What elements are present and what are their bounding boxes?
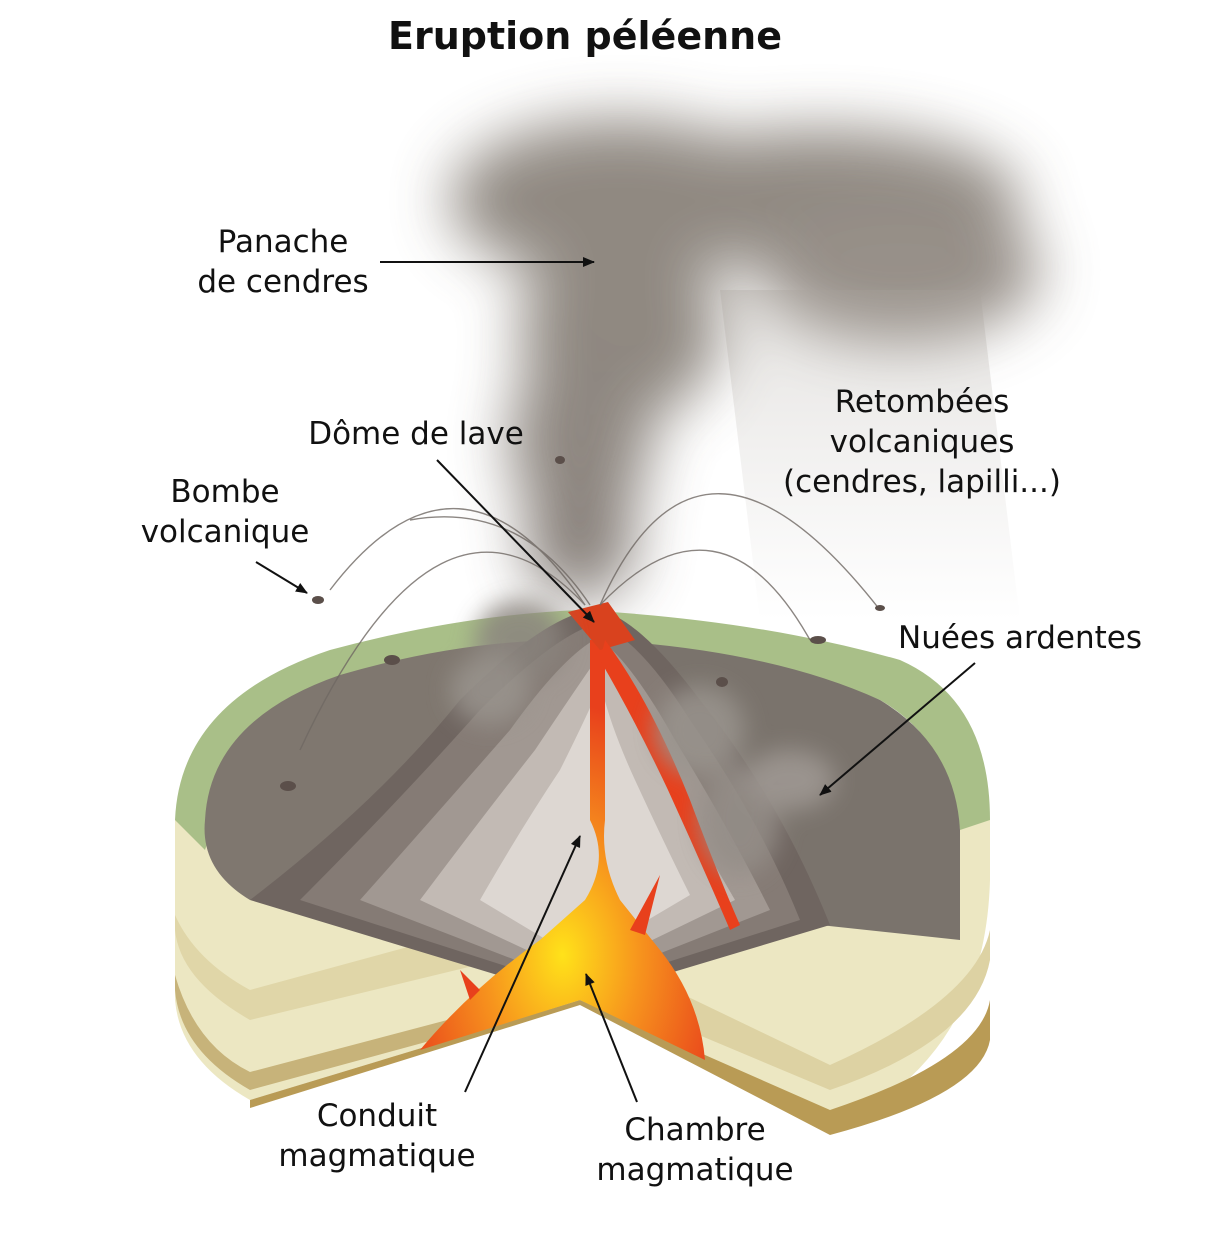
annotation-arrows: [255, 257, 976, 1103]
diagram-title: Eruption péléenne: [388, 14, 782, 58]
fallout-streaks: [720, 290, 1020, 620]
arrow-dome: [436, 459, 595, 623]
volcanic-bombs: [280, 456, 885, 791]
pyroclastic-clouds: [450, 600, 835, 875]
arrow-chamber: [585, 973, 638, 1103]
arrow-nuees: [819, 662, 976, 796]
label-dome: Dôme de lave: [308, 416, 524, 452]
arrow-bomb: [255, 561, 308, 594]
label-nuees: Nuées ardentes: [898, 620, 1142, 656]
arrow-conduit: [464, 835, 581, 1093]
volcano-cone: [250, 610, 830, 1000]
